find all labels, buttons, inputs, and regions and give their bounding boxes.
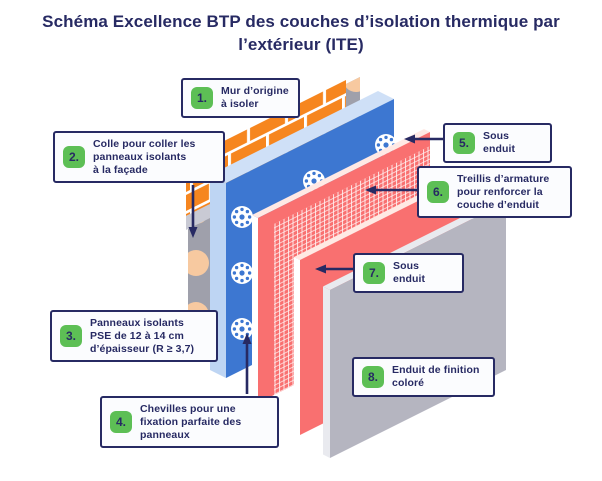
label-text: Colle pour coller les panneaux isolants … — [93, 138, 196, 176]
label-text: Sous enduit — [483, 130, 516, 155]
cheville-rosette-icon — [231, 206, 253, 228]
cheville-rosette-icon — [231, 318, 253, 340]
label-box-finish-coat: 8. Enduit de finition coloré — [352, 357, 495, 397]
label-text: Panneaux isolants PSE de 12 à 14 cm d’ép… — [90, 317, 195, 355]
arrow-icon — [188, 185, 198, 238]
label-box-chevilles: 4. Chevilles pour une fixation parfaite … — [100, 396, 279, 449]
label-box-mesh: 6. Treillis d’armature pour renforcer la… — [417, 166, 572, 219]
step-number-badge: 4. — [110, 411, 132, 434]
label-text: Sous enduit — [393, 260, 426, 285]
label-text: Chevilles pour une fixation parfaite des… — [140, 403, 242, 441]
pointer-arrows — [188, 134, 443, 394]
cheville-rosette-icon — [231, 262, 253, 284]
label-box-adhesive: 2. Colle pour coller les panneaux isolan… — [53, 131, 225, 184]
label-box-base-coat-2: 7. Sous enduit — [353, 253, 464, 293]
step-number-badge: 1. — [191, 86, 213, 109]
label-box-base-coat: 5. Sous enduit — [443, 123, 552, 163]
label-text: Enduit de finition coloré — [392, 364, 480, 389]
page-title: Schéma Excellence BTP des couches d’isol… — [42, 12, 560, 55]
label-box-original-wall: 1. Mur d’origine à isoler — [181, 78, 300, 118]
step-number-badge: 5. — [453, 131, 475, 154]
step-number-badge: 2. — [63, 146, 85, 169]
label-text: Treillis d’armature pour renforcer la co… — [457, 173, 550, 211]
arrow-icon — [365, 185, 417, 195]
step-number-badge: 7. — [363, 261, 385, 284]
label-text: Mur d’origine à isoler — [221, 85, 289, 110]
step-number-badge: 3. — [60, 325, 82, 348]
arrow-icon — [315, 264, 353, 274]
step-number-badge: 8. — [362, 365, 384, 388]
arrow-icon — [242, 333, 252, 394]
label-box-insulation-panels: 3. Panneaux isolants PSE de 12 à 14 cm d… — [50, 310, 218, 363]
step-number-badge: 6. — [427, 181, 449, 204]
arrow-icon — [404, 134, 443, 144]
